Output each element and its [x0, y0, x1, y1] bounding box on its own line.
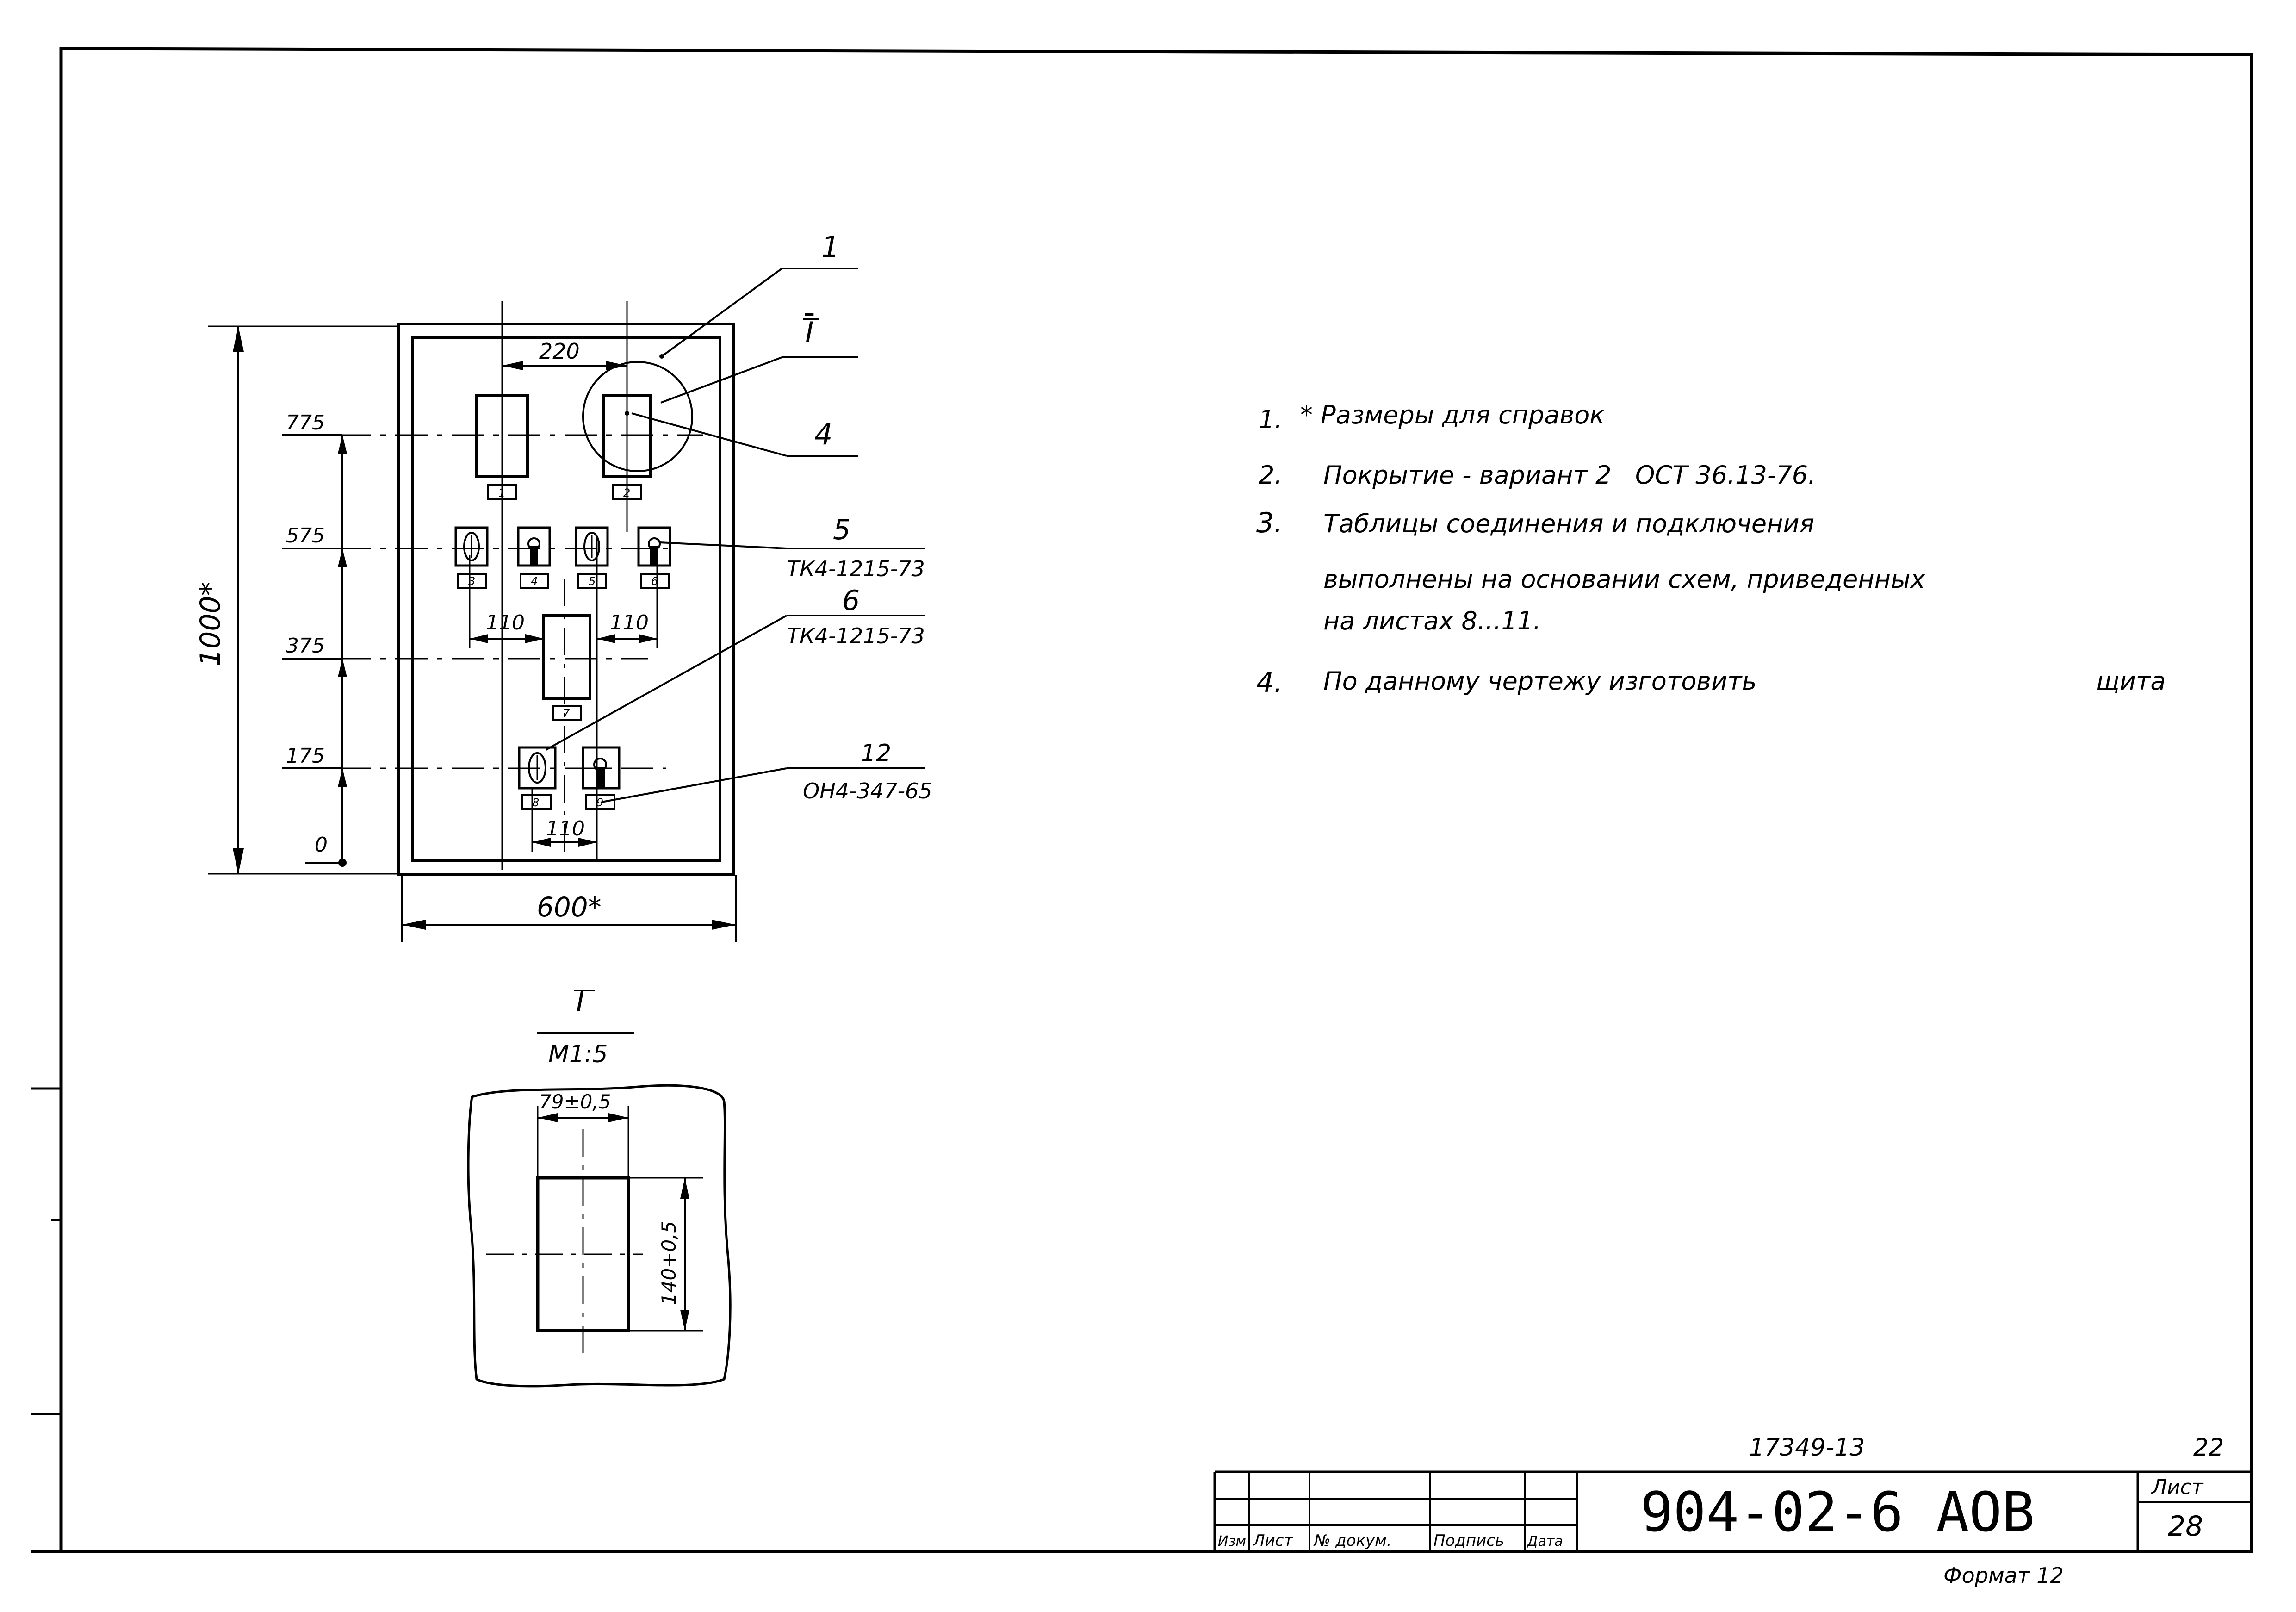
note-3-line-2: выполнены на основании схем, приведенных [1323, 565, 1926, 594]
detail-width-label: 79±0,5 [539, 1090, 611, 1113]
callout-item-5: 5 [833, 514, 850, 546]
title-block: 17349-13 22 Изм Лист № докум. Подпись Да… [1213, 1434, 2252, 1588]
detail-title: I [576, 984, 584, 1018]
height-dimension-label: 1000* [194, 582, 227, 666]
detail-view-I: I М1:5 79±0,5 140+0,5 [467, 984, 732, 1388]
component-9-switch: 9 [582, 746, 621, 810]
leader-callouts: 1 I 4 5 ТК4-1215-73 6 ТК4-1215-73 12 ОН4… [546, 230, 932, 803]
detail-scale: М1:5 [548, 1040, 608, 1068]
detail-height-label: 140+0,5 [658, 1221, 680, 1305]
spacing-110-bottom-label: 110 [546, 817, 585, 840]
detail-breakout-contour [467, 1084, 732, 1388]
level-dimension-chain: 775 575 375 175 0 [282, 411, 347, 867]
sheet-label: Лист [2151, 1475, 2204, 1499]
component-5-switch: 5 [575, 526, 609, 589]
spacing-220-dimension: 220 [502, 339, 627, 370]
level-775-label: 775 [286, 411, 325, 435]
note-3-text: Таблицы соединения и подключения [1323, 509, 1814, 538]
position-8-label: 8 [532, 796, 539, 809]
callout-item-5-type: ТК4-1215-73 [787, 556, 925, 581]
sheet-frame [31, 47, 2253, 1553]
panel-front-view: 775 575 375 175 0 1000* 600* 220 [194, 230, 932, 942]
sheet-value: 28 [2168, 1510, 2203, 1543]
position-2-label: 2 [623, 486, 630, 499]
level-0-label: 0 [315, 833, 328, 857]
callout-item-4: 4 [814, 417, 832, 451]
callout-item-6: 6 [842, 585, 860, 617]
position-9-label: 9 [596, 796, 603, 809]
panel-inner-contour [411, 336, 721, 862]
general-notes: 1. * Размеры для справок 2. Покрытие - в… [1256, 400, 2166, 699]
detail-centre-lines [486, 1129, 643, 1361]
position-5-label: 5 [589, 575, 596, 588]
revision-grid [1215, 1472, 1577, 1551]
panel-outer-contour [397, 323, 735, 876]
level-lines [208, 325, 703, 875]
position-4-label: 4 [531, 575, 538, 588]
position-1-label: 1 [498, 486, 505, 499]
height-dimension: 1000* [194, 326, 244, 874]
spacing-110-left-label: 110 [486, 611, 525, 635]
spacing-110-right-label: 110 [610, 611, 649, 635]
component-2-instrument: 2 [582, 361, 693, 500]
component-4-switch: 4 [517, 526, 551, 589]
note-4-number: 4. [1256, 666, 1283, 699]
component-3-switch: 3 [454, 526, 489, 589]
position-7-label: 7 [563, 707, 570, 720]
level-575-label: 575 [286, 524, 325, 548]
callout-item-6-type: ТК4-1215-73 [787, 623, 925, 648]
position-3-label: 3 [468, 575, 475, 588]
inventory-number: 17349-13 [1749, 1434, 1865, 1462]
column-izm: Изм [1218, 1533, 1246, 1550]
component-8-switch: 8 [518, 746, 557, 810]
note-4-text: По данному чертежу изготовить [1323, 666, 1757, 696]
column-date: Дата [1526, 1533, 1563, 1550]
note-2-text: Покрытие - вариант 2 ОСТ 36.13-76. [1323, 461, 1816, 490]
note-1-number: 1. [1259, 405, 1283, 434]
column-list: Лист [1252, 1531, 1293, 1550]
level-375-label: 375 [286, 634, 325, 658]
sheet-format: Формат 12 [1943, 1563, 2064, 1588]
note-3-number: 3. [1256, 507, 1283, 539]
note-2-number: 2. [1259, 461, 1283, 490]
column-signature: Подпись [1433, 1531, 1504, 1550]
note-4-suffix: щита [2096, 666, 2166, 696]
callout-item-1: 1 [821, 230, 839, 264]
callout-item-12-type: ОН4-347-65 [803, 778, 932, 803]
component-1-instrument: 1 [475, 394, 529, 500]
spacing-110-dimensions: 110 110 110 [469, 555, 658, 852]
spacing-220-label: 220 [539, 339, 580, 364]
detail-height-dimension: 140+0,5 [628, 1177, 703, 1332]
level-175-label: 175 [286, 744, 325, 768]
note-3-line-3: на листах 8...11. [1323, 606, 1541, 635]
component-6-switch: 6 [637, 526, 671, 589]
note-1-text: * Размеры для справок [1300, 400, 1605, 429]
column-doc-number: № докум. [1313, 1531, 1392, 1550]
callout-detail-I: I [805, 316, 813, 349]
callout-item-12: 12 [861, 740, 891, 767]
position-6-label: 6 [651, 575, 658, 588]
width-dimension-label: 600* [537, 891, 602, 923]
detail-width-dimension: 79±0,5 [537, 1090, 629, 1178]
component-7-instrument: 7 [542, 614, 591, 721]
page-number: 22 [2193, 1434, 2224, 1462]
document-designation: 904-02-6 АОВ [1640, 1480, 2035, 1544]
width-dimension: 600* [401, 875, 737, 942]
